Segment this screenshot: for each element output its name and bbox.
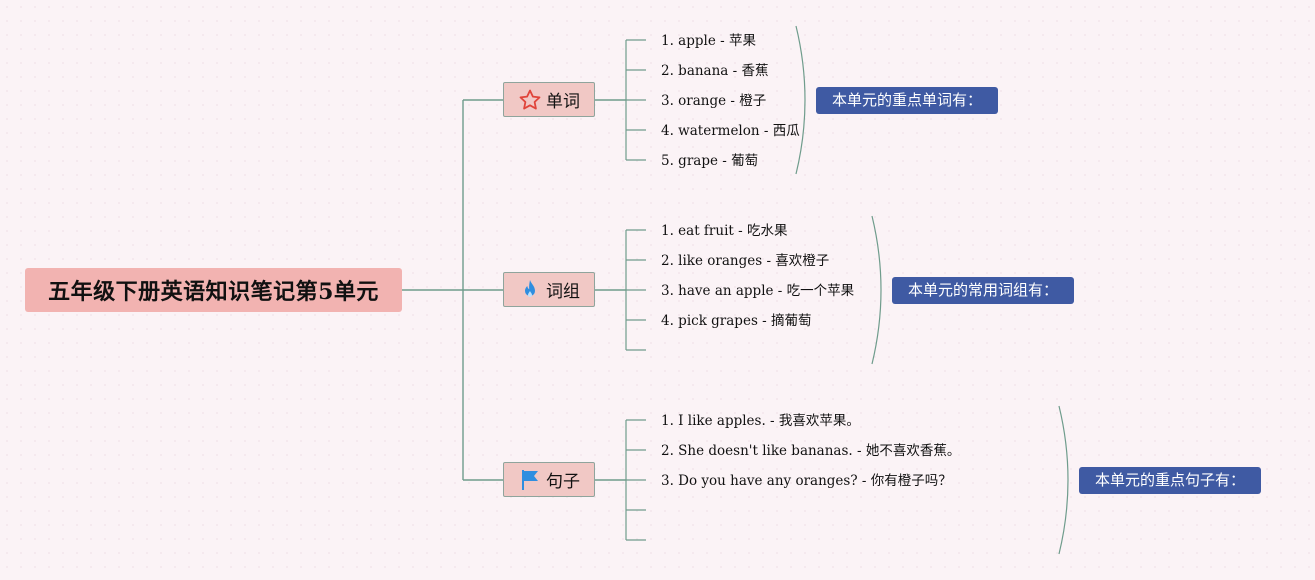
- star-icon: [518, 88, 542, 112]
- branch-2-summary-bracket: [871, 215, 882, 365]
- leaf-item[interactable]: 3. have an apple - 吃一个苹果: [661, 283, 855, 299]
- branch-1-summary-bracket: [795, 25, 806, 175]
- branch-3-summary-bracket: [1058, 405, 1069, 555]
- leaf-item[interactable]: 1. apple - 苹果: [661, 33, 756, 49]
- branch-label: 句子: [546, 472, 580, 492]
- leaf-item[interactable]: 5. grape - 葡萄: [661, 153, 759, 169]
- leaf-item[interactable]: 2. She doesn't like bananas. - 她不喜欢香蕉。: [661, 443, 961, 459]
- leaf-item[interactable]: 1. I like apples. - 我喜欢苹果。: [661, 413, 860, 429]
- leaf-item[interactable]: 4. pick grapes - 摘葡萄: [661, 313, 812, 329]
- branch-topic-phrases[interactable]: 词组: [503, 272, 595, 307]
- root-topic[interactable]: 五年级下册英语知识笔记第5单元: [25, 268, 402, 312]
- summary-note-phrases[interactable]: 本单元的常用词组有：: [892, 277, 1075, 304]
- summary-note-words[interactable]: 本单元的重点单词有：: [816, 87, 999, 114]
- leaf-item[interactable]: 4. watermelon - 西瓜: [661, 123, 800, 139]
- flame-icon: [518, 278, 542, 302]
- leaf-item[interactable]: 2. like oranges - 喜欢橙子: [661, 253, 830, 269]
- leaf-item[interactable]: 2. banana - 香蕉: [661, 63, 769, 79]
- branch-label: 词组: [546, 282, 580, 302]
- leaf-item[interactable]: 3. orange - 橙子: [661, 93, 767, 109]
- branch-topic-words[interactable]: 单词: [503, 82, 595, 117]
- root-title: 五年级下册英语知识笔记第5单元: [48, 279, 379, 305]
- summary-note-sentences[interactable]: 本单元的重点句子有：: [1079, 467, 1262, 494]
- branch-label: 单词: [546, 92, 580, 112]
- branch-topic-sentences[interactable]: 句子: [503, 462, 595, 497]
- flag-icon: [518, 468, 542, 492]
- leaf-item[interactable]: 1. eat fruit - 吃水果: [661, 223, 788, 239]
- leaf-item[interactable]: 3. Do you have any oranges? - 你有橙子吗？: [661, 473, 952, 489]
